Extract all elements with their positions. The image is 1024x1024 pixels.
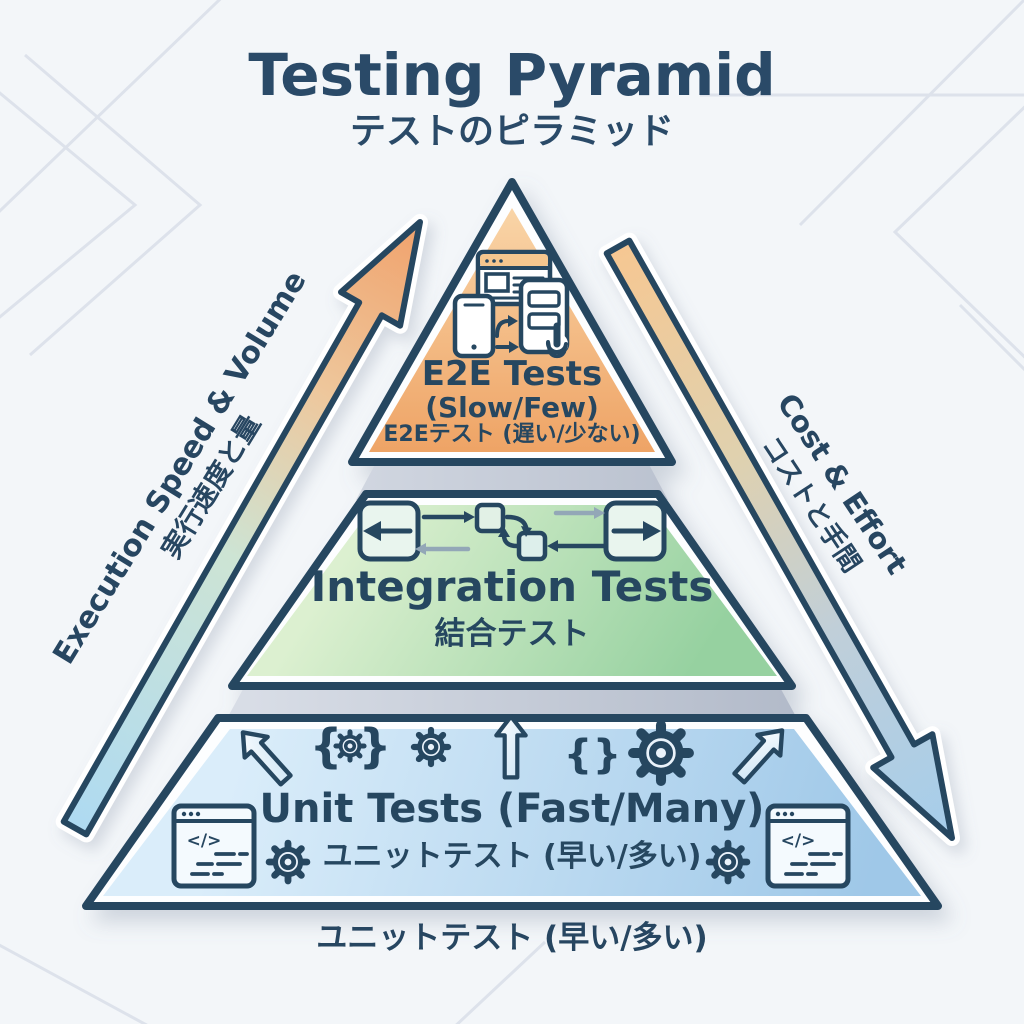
tier-e2e-qualifier: (Slow/Few) (425, 391, 599, 424)
smartphone-icon (452, 293, 496, 359)
tier-e2e-label-ja: E2Eテスト (遅い/少ない) (383, 422, 640, 447)
pyramid: E2E Tests (Slow/Few) E2Eテスト (遅い/少ない) (82, 178, 942, 910)
bottom-caption-ja: ユニットテスト (早い/多い) (316, 920, 707, 956)
braces-gear-icon: { } (310, 719, 392, 773)
code-window-icon-right (768, 806, 848, 886)
tier-integration-label-ja: 結合テスト (435, 616, 590, 652)
gear-icon (414, 730, 448, 764)
tap-hand-icon (545, 322, 568, 359)
gear-icon (709, 843, 747, 881)
open-brace-glyph: { (564, 732, 592, 778)
close-brace-glyph: } (359, 719, 392, 773)
tier-e2e-label: E2E Tests (422, 354, 602, 394)
data-flow-arrows-icon (415, 502, 607, 562)
tier-unit-tests: { } { } Unit Tests (Fast/Many) ユニットテスト (82, 714, 942, 910)
right-axis-arrow (598, 232, 960, 846)
gear-icon (269, 843, 307, 881)
module-box-left-icon (357, 500, 421, 562)
tier-e2e-tests: E2E Tests (Slow/Few) E2Eテスト (遅い/少ない) (348, 178, 676, 466)
code-window-icon-left (174, 806, 254, 886)
tier-integration-label: Integration Tests (311, 562, 714, 611)
flow-arrow-icon (495, 315, 519, 353)
mobile-tap-icon (518, 277, 570, 359)
large-gear-icon (633, 725, 689, 781)
page-subtitle-ja: テストのピラミッド (350, 111, 674, 152)
tier-integration-tests: Integration Tests 結合テスト (228, 490, 796, 690)
tier-unit-label: Unit Tests (Fast/Many) (260, 786, 765, 832)
close-brace-glyph: } (593, 732, 621, 778)
left-axis-arrow (55, 214, 428, 843)
module-box-right-icon (603, 500, 667, 562)
page-title: Testing Pyramid (248, 41, 775, 109)
braces-icon: { } (564, 732, 621, 778)
divider-band-top (356, 455, 668, 500)
tier-unit-label-ja: ユニットテスト (早い/多い) (323, 839, 702, 874)
divider-band-bottom (224, 680, 800, 724)
